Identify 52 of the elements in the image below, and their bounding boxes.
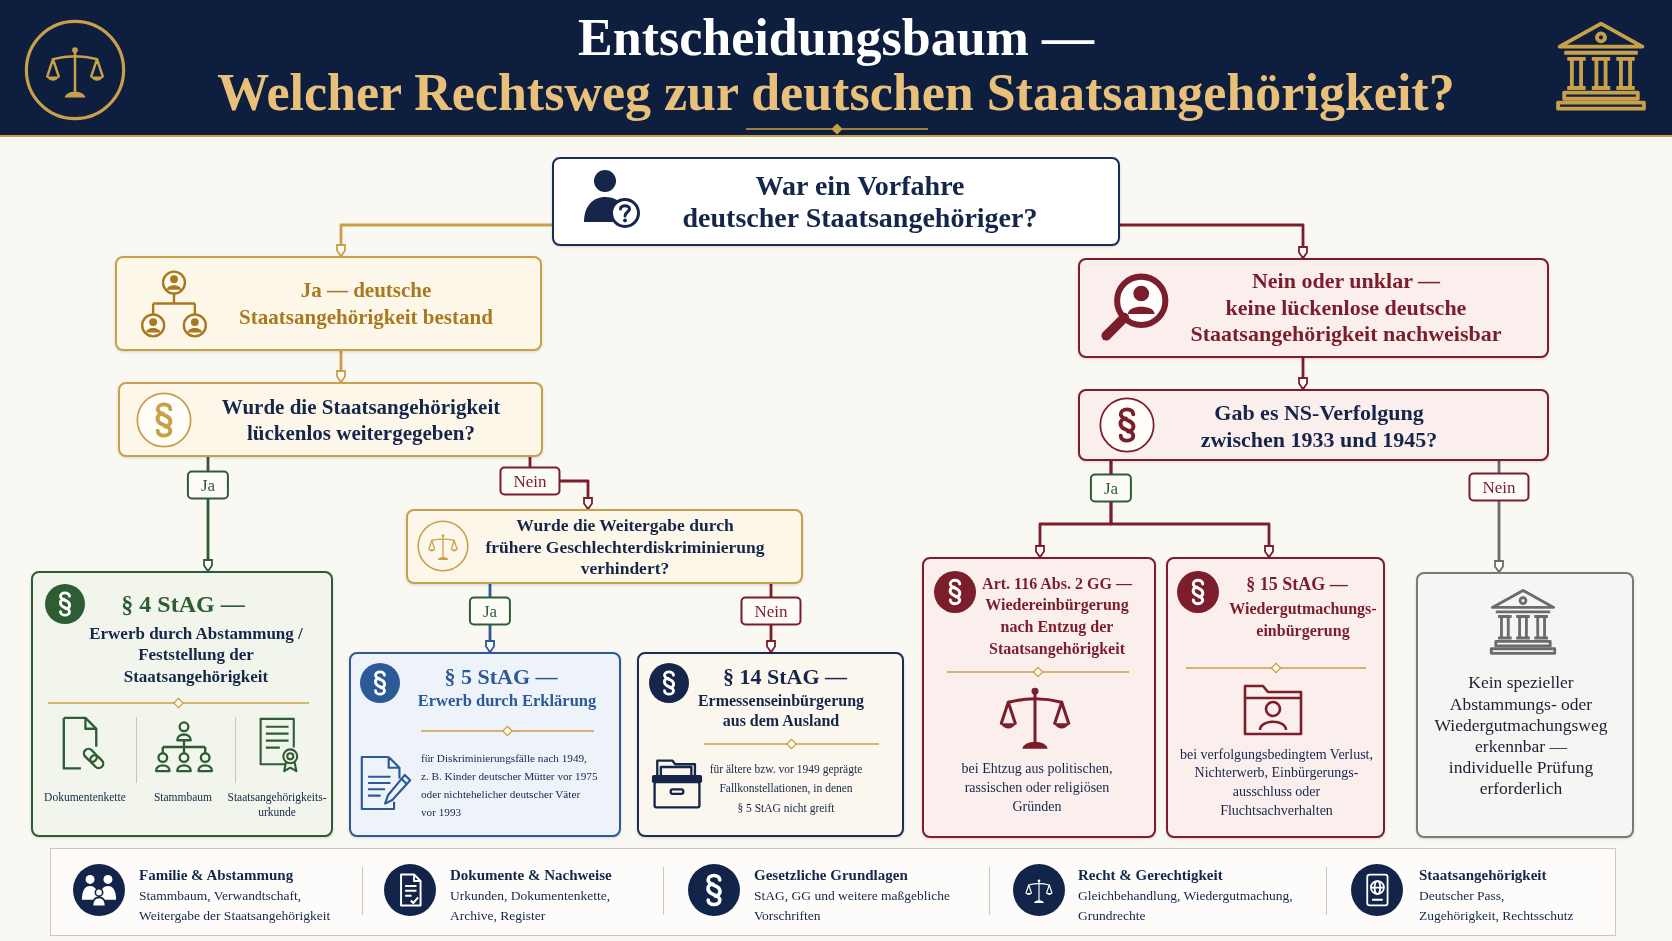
- branch-text: Nein oder unklar — keine lückenlose deutsche Staatsangehörigkeit nachweisbar: [1190, 268, 1502, 348]
- question-text: War ein Vorfahre deutscher Staatsangehöriger?: [682, 169, 1038, 234]
- card-text: Kein spezieller Abstammungs- oder Wiedergutmachungsweg erkennbar — individuelle Prüfung erforderlich: [1434, 672, 1608, 800]
- outcome-card: [1416, 572, 1634, 838]
- card-subheading: Erwerb durch Abstammung / Feststellung der Staatsangehörigkeit: [89, 622, 303, 688]
- card-description: für ältere bzw. vor 1949 geprägte Fallkonstellationen, in denen § 5 StAG nicht greift: [709, 761, 863, 817]
- icon-caption: Staatsangehörigkeits- urkunde: [227, 790, 327, 820]
- card-heading: § 14 StAG —: [722, 664, 848, 690]
- card-subheading: Ermessenseinbürgerung aus dem Ausland: [697, 691, 865, 731]
- question-text: Wurde die Staatsangehörigkeit lückenlos weitergegeben?: [221, 393, 501, 446]
- outcome-card: [1166, 557, 1385, 838]
- icon-caption: Dokumentenkette: [44, 790, 126, 805]
- decision-box: [118, 382, 543, 457]
- outcome-card: [922, 557, 1156, 838]
- decision-box: [406, 509, 803, 584]
- card-description: bei Ehtzug aus politischen, rassischen oder religiösen Gründen: [961, 759, 1113, 816]
- branch-box: [1078, 258, 1549, 358]
- category-description: Gleichbehandlung, Wiedergutmachung, Grundrechte: [1078, 887, 1293, 925]
- category-description: Stammbaum, Verwandtschaft, Weitergabe der Staatsangehörigkeit: [139, 887, 331, 925]
- question-text: Wurde die Weitergabe durch frühere Geschlechterdiskriminierung verhindert?: [485, 515, 765, 580]
- category-description: Urkunden, Dokumentenkette, Archive, Register: [450, 887, 611, 925]
- edge-label: Nein: [1468, 472, 1530, 502]
- category-description: StAG, GG und weitere maßgebliche Vorschriften: [754, 887, 951, 925]
- outcome-card: [31, 571, 333, 837]
- title: Entscheidungsbaum — Welcher Rechtsweg zur deutschen Staatsangehörigkeit?: [217, 10, 1455, 120]
- edge-label: Ja: [1089, 473, 1133, 503]
- category-title: Dokumente & Nachweise: [450, 866, 612, 885]
- outcome-card: [349, 652, 621, 837]
- decision-box: [1078, 389, 1549, 461]
- category-title: Gesetzliche Grundlagen: [754, 866, 908, 885]
- category-title: Staatsangehörigkeit: [1419, 866, 1547, 885]
- question-text: Gab es NS-Verfolgung zwischen 1933 und 1945?: [1200, 399, 1438, 453]
- card-description: für Diskriminierungsfälle nach 1949, z. B. Kinder deutscher Mütter vor 1975 oder nichtehelicher deutscher Väter vor 1993: [421, 751, 598, 820]
- card-heading: § 5 StAG —: [444, 664, 558, 690]
- card-description: bei verfolgungsbedingtem Verlust, Nichterwerb, Einbürgerungs- ausschluss oder Fluchtsachverhalten: [1180, 745, 1373, 820]
- card-heading: Art. 116 Abs. 2 GG — Wiedereinbürgerung nach Entzug der Staatsangehörigkeit: [982, 573, 1132, 660]
- edge-label: Ja: [468, 596, 512, 626]
- card-subheading: Wiedergutmachungs- einbürgerung: [1229, 599, 1377, 642]
- card-heading: § 4 StAG —: [121, 590, 245, 618]
- branch-text: Ja — deutsche Staatsangehörigkeit bestand: [239, 276, 493, 331]
- icon-caption: Stammbaum: [153, 790, 213, 805]
- edge-label: Nein: [499, 466, 561, 496]
- category-title: Familie & Abstammung: [139, 866, 294, 885]
- category-description: Deutscher Pass, Zugehörigkeit, Rechtsschutz: [1419, 887, 1574, 925]
- outcome-card: [637, 652, 904, 837]
- card-subheading: Erwerb durch Erklärung: [417, 691, 597, 711]
- question-box: [552, 157, 1120, 246]
- branch-box: [115, 256, 542, 351]
- edge-label: Nein: [740, 596, 802, 626]
- category-title: Recht & Gerechtigkeit: [1078, 866, 1223, 885]
- edge-label: Ja: [186, 470, 230, 500]
- card-heading: § 15 StAG —: [1246, 573, 1348, 595]
